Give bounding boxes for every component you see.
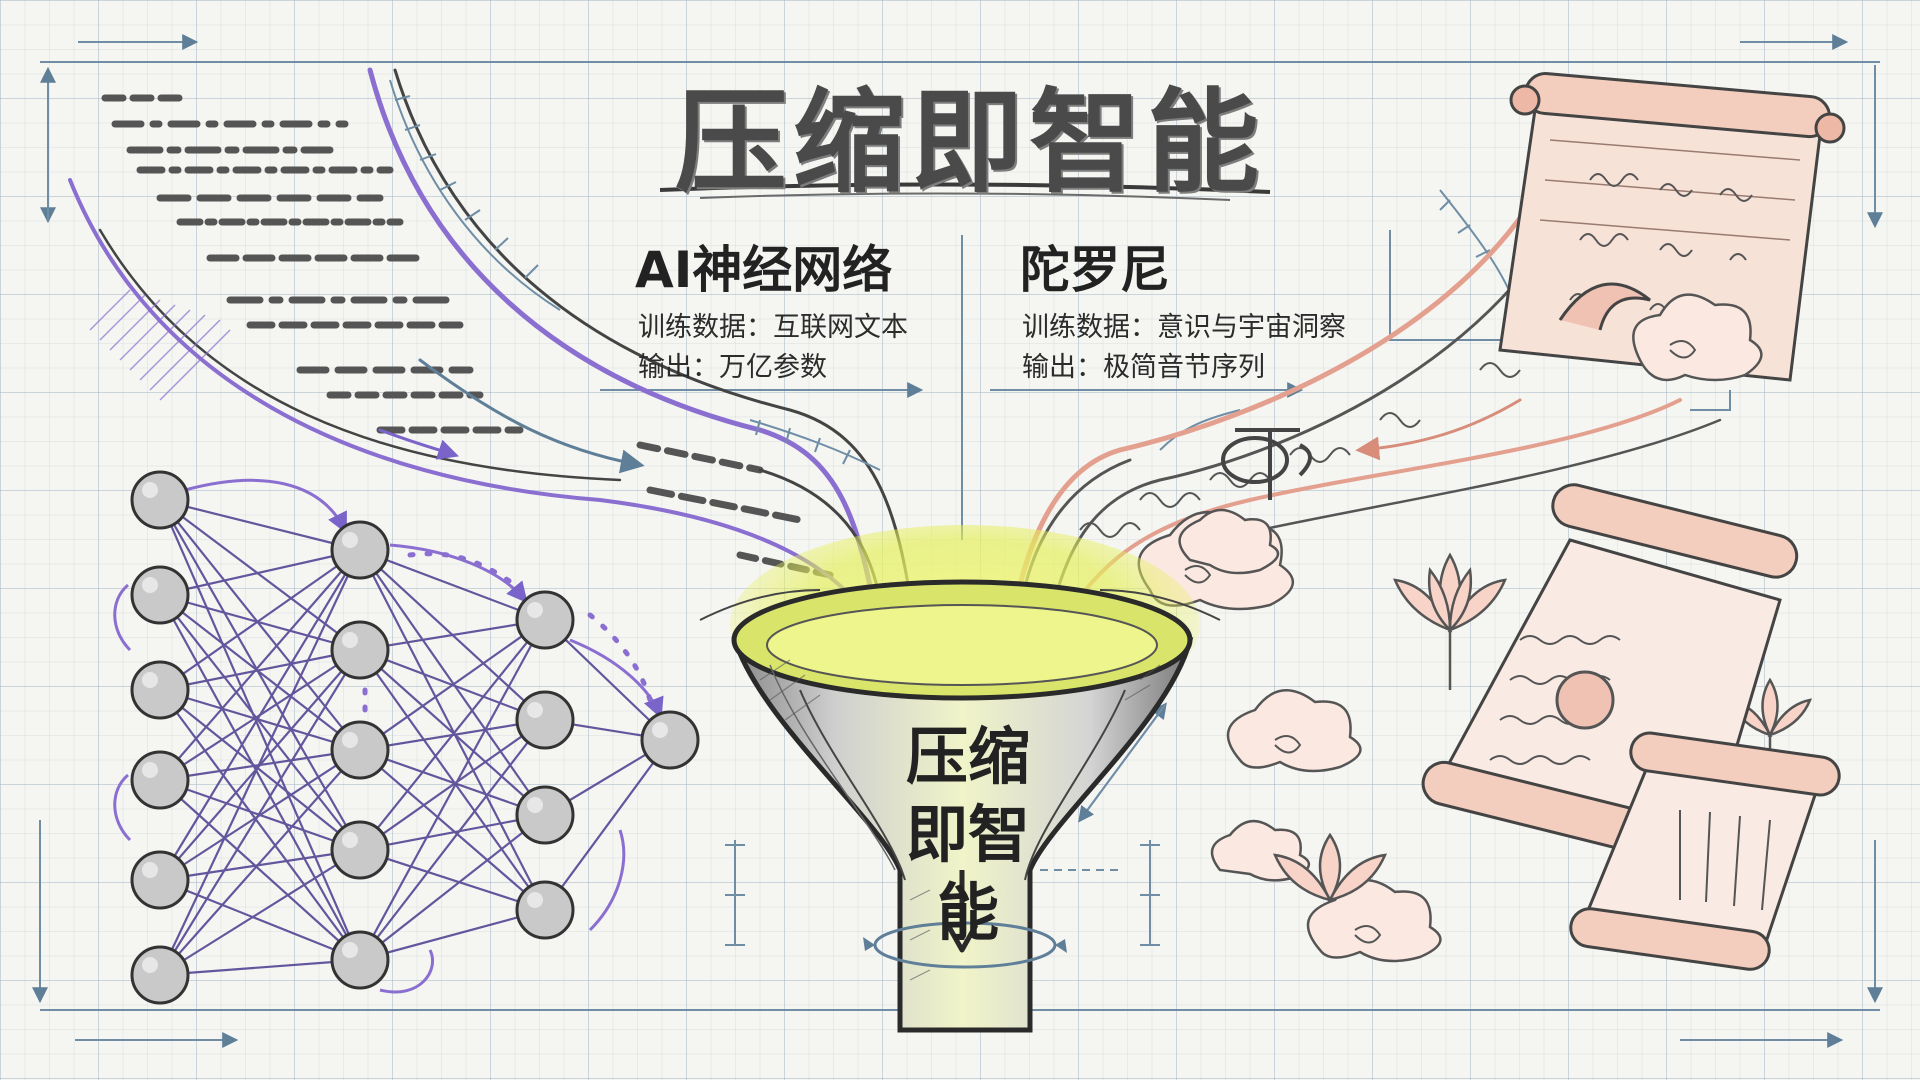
seed-syllable-symbol	[1221, 428, 1312, 500]
lotus-icon-2	[1272, 832, 1388, 903]
funnel-measure-ticks	[725, 844, 1160, 946]
network-node	[130, 850, 190, 910]
network-node	[515, 785, 575, 845]
ai-training-data-label: 训练数据：互联网文本	[638, 312, 908, 343]
network-flow-arcs	[113, 478, 664, 994]
network-node	[330, 930, 390, 990]
network-edges	[158, 498, 671, 977]
text-data-stream	[101, 94, 834, 579]
dharani-panel-heading: 陀罗尼	[1020, 241, 1170, 299]
network-nodes	[130, 470, 700, 1005]
network-node	[130, 565, 190, 625]
title-underline	[659, 182, 1271, 194]
hatching-left	[89, 289, 231, 401]
lotus-icon	[1392, 552, 1508, 690]
dharani-training-data-label: 训练数据：意识与宇宙洞察	[1022, 312, 1346, 343]
page-title: 压缩即智能	[675, 78, 1265, 208]
ai-panel-heading: AI神经网络	[635, 241, 893, 299]
network-node	[330, 820, 390, 880]
dharani-script	[1079, 362, 1521, 538]
scroll-icon-3	[1569, 731, 1841, 971]
network-node	[640, 710, 700, 770]
network-node	[515, 690, 575, 750]
network-node	[130, 750, 190, 810]
network-node	[515, 590, 575, 650]
funnel-label: 压缩即智能	[905, 720, 1030, 949]
funnel-icon	[699, 525, 1221, 1033]
network-node	[130, 945, 190, 1005]
measurement-frame	[32, 34, 1883, 1048]
dharani-output-label: 输出：极简音节序列	[1022, 352, 1265, 383]
network-node	[130, 470, 190, 530]
network-node	[130, 660, 190, 720]
ai-data-streams	[68, 67, 917, 645]
neural-network-icon	[113, 470, 700, 1005]
network-node	[330, 720, 390, 780]
ai-output-label: 输出：万亿参数	[638, 352, 827, 383]
network-dotted-arcs	[362, 551, 653, 723]
network-node	[515, 880, 575, 940]
network-node	[330, 520, 390, 580]
network-node	[330, 620, 390, 680]
